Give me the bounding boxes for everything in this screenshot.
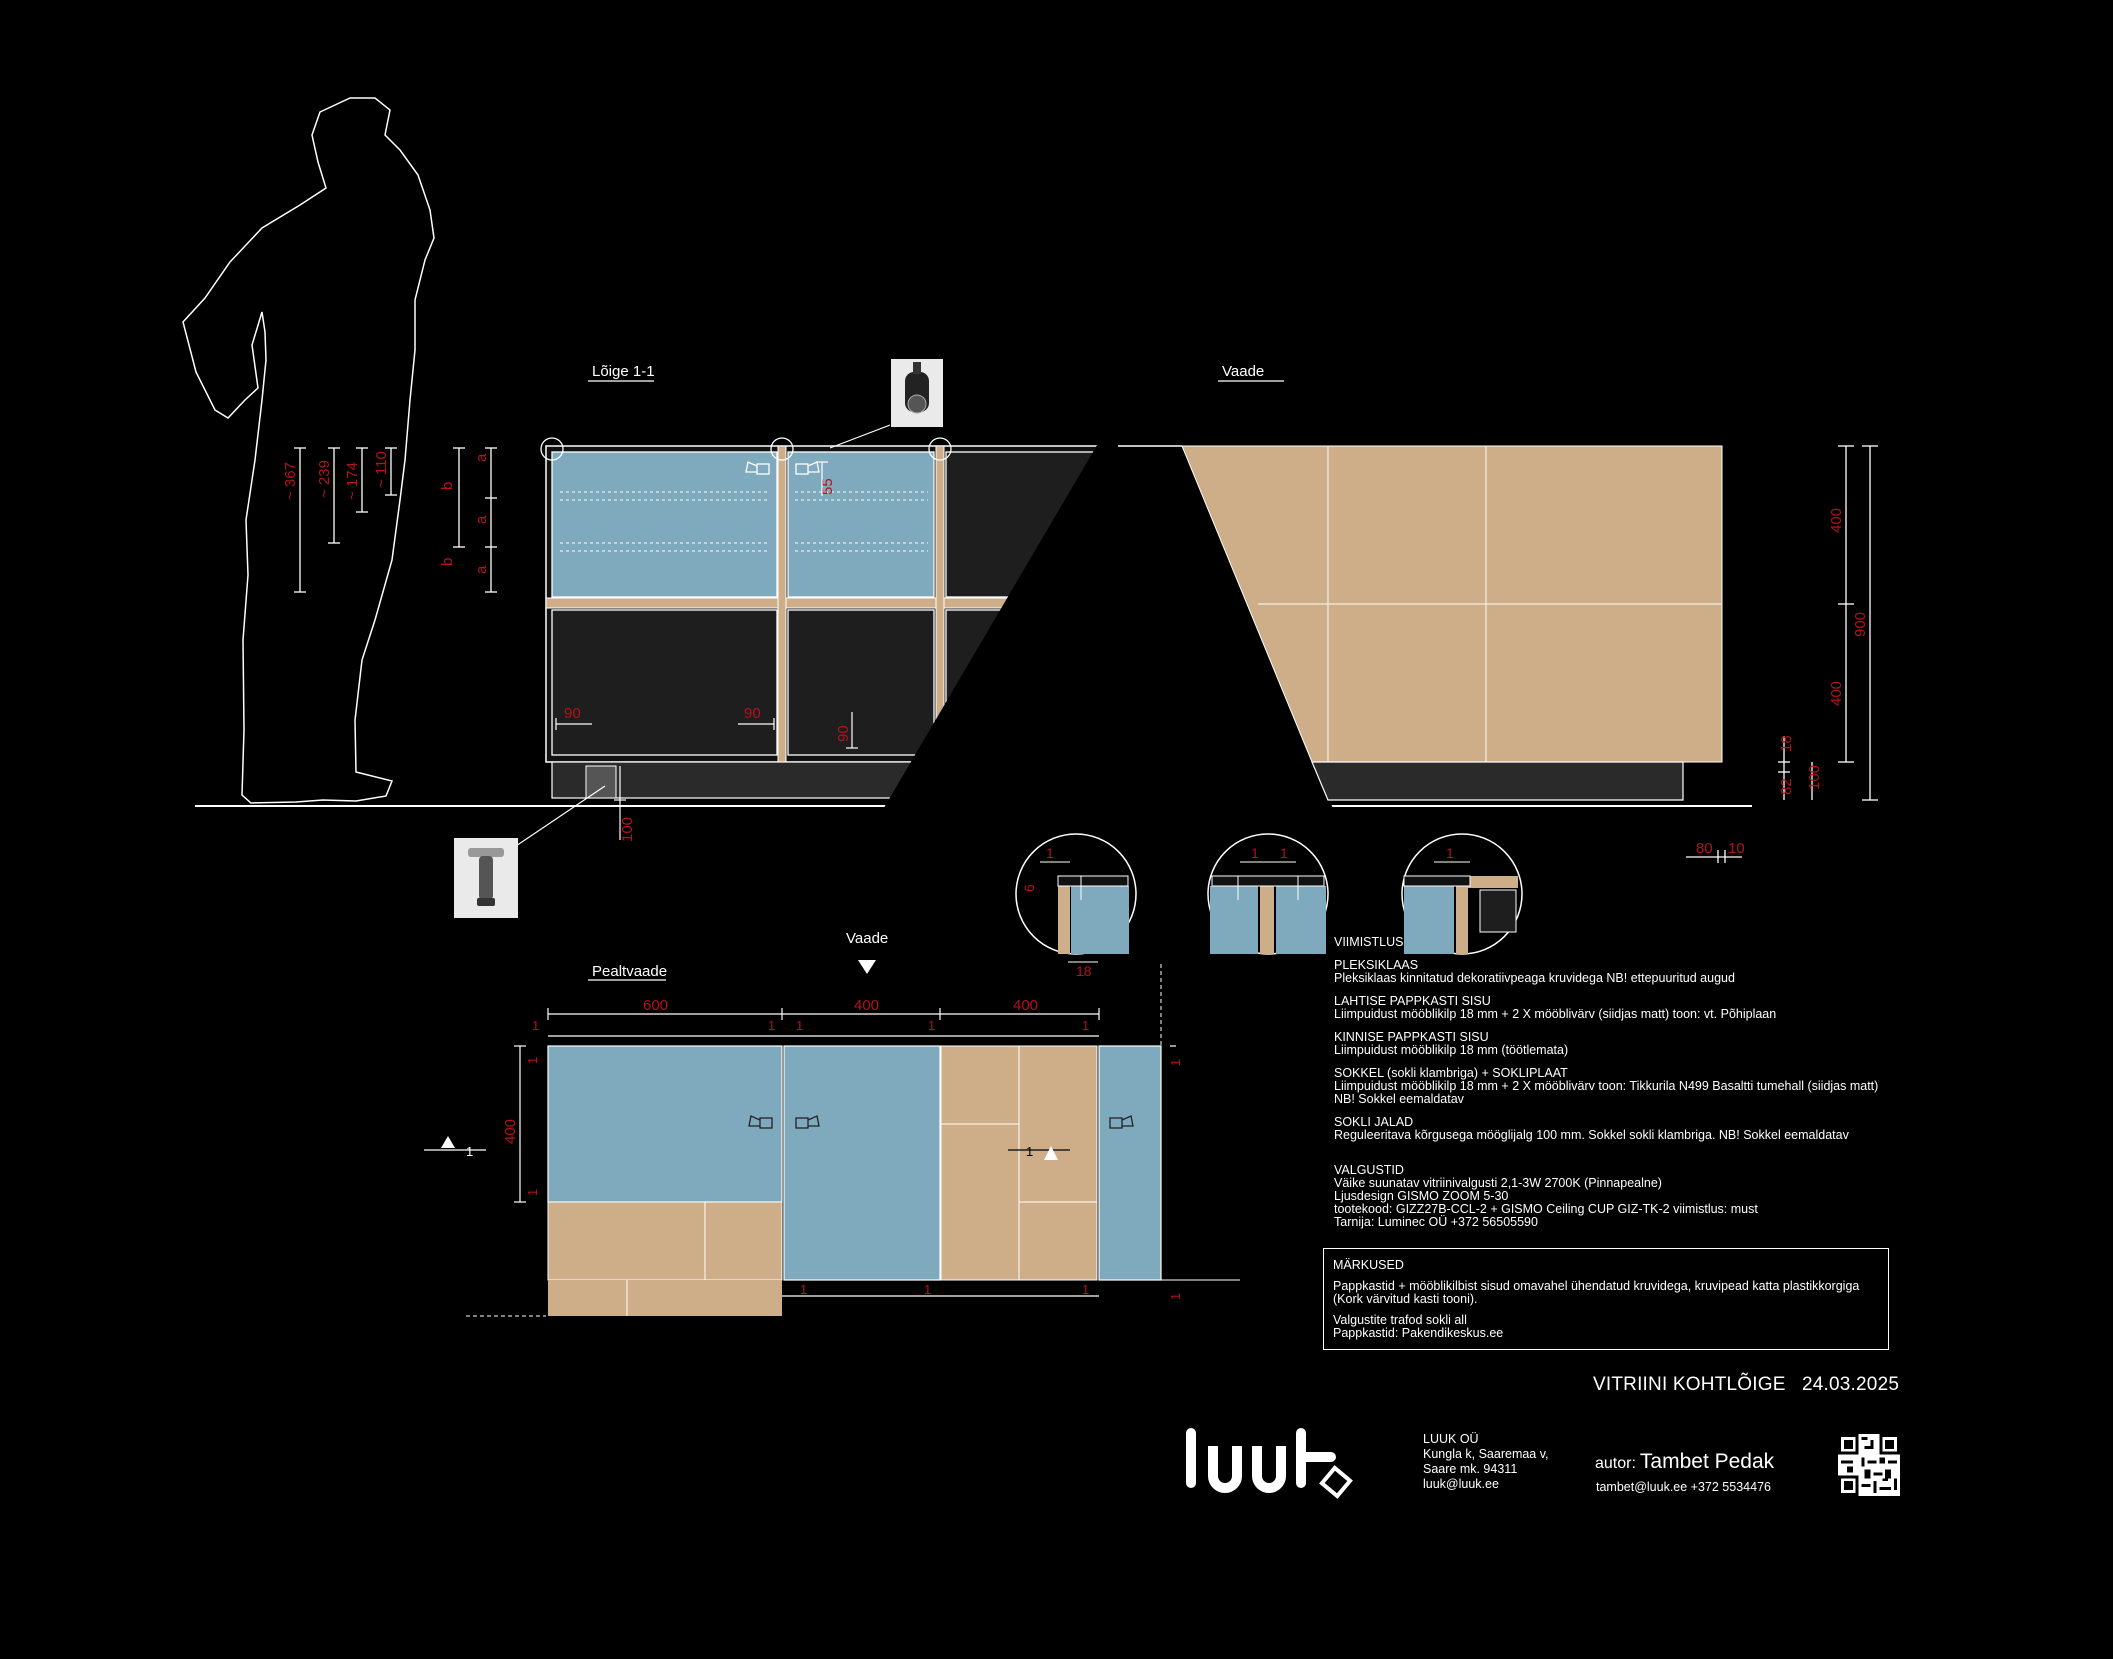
shelf-dim-a1: a (473, 453, 490, 462)
elev-dim-80: 80 (1696, 840, 1713, 857)
remarks-text: (Kork värvitud kasti tooni). (1333, 1292, 1478, 1306)
author-contact: tambet@luuk.ee +372 5534476 (1596, 1480, 1771, 1494)
finish-item: SOKLI JALAD Reguleeritava kõrgusega möög… (1334, 1115, 1849, 1142)
qr-code-icon (1838, 1434, 1900, 1501)
remarks-text: Pappkastid + mööblikilbist sisud omavahe… (1333, 1279, 1860, 1293)
remarks-heading: MÄRKUSED (1333, 1258, 1404, 1272)
detail2-dim-1b: 1 (1280, 845, 1288, 861)
svg-text:1: 1 (466, 1144, 473, 1159)
dim-light-55: 55 (819, 478, 836, 495)
plan-dim-400b: 400 (1013, 997, 1038, 1014)
remarks-box: MÄRKUSED Pappkastid + mööblikilbist sisu… (1323, 1248, 1889, 1350)
section-cut-triangle (858, 360, 1373, 905)
company-info: LUUK OÜ Kungla k, Saaremaa v, Saare mk. … (1423, 1432, 1549, 1491)
shelf-dim-a2: a (473, 515, 490, 524)
elevation-dimension-lines (1686, 445, 1878, 863)
dim-leg-100: 100 (619, 817, 636, 842)
detail-circle-1 (1015, 833, 1137, 955)
detail3-dim-1: 1 (1446, 845, 1454, 861)
finish-item: SOKKEL (sokli klambriga) + SOKLIPLAAT Li… (1334, 1066, 1879, 1106)
person-dim-174: ~ 174 (344, 462, 361, 500)
shelf-dim-a3: a (473, 565, 490, 574)
top-view-label: Pealtvaade (592, 963, 667, 980)
finish-item: VALGUSTID Väike suunatav vitriinivalgust… (1334, 1163, 1758, 1229)
spotlight-photo-icon (891, 359, 943, 427)
plan-dim-1: 1 (525, 1189, 540, 1196)
finishes-heading: VIIMISTLUS (1334, 935, 1404, 949)
author: autor:Tambet Pedak (1595, 1450, 1775, 1473)
elev-dim-100: 100 (1806, 765, 1823, 790)
elev-dim-400-upper: 400 (1828, 508, 1845, 533)
dim-90-mid: 90 (744, 705, 761, 722)
detail1-dim-1: 1 (1046, 845, 1054, 861)
person-dimension-lines (294, 447, 497, 593)
svg-text:1: 1 (1026, 1144, 1033, 1159)
detail1-dim-18: 18 (1076, 963, 1092, 979)
finish-item: PLEKSIKLAAS Pleksiklaas kinnitatud dekor… (1334, 958, 1735, 985)
section-marker-right: 1 (1008, 1144, 1070, 1160)
top-view-plan (466, 964, 1240, 1317)
plan-dim-1: 1 (1082, 1282, 1089, 1297)
section-label: Lõige 1-1 (592, 363, 655, 380)
finishes-notes: VIIMISTLUS PLEKSIKLAAS Pleksiklaas kinni… (1334, 936, 1894, 1229)
elev-dim-900: 900 (1852, 612, 1869, 637)
plan-dim-1: 1 (924, 1282, 931, 1297)
plan-dimension-lines (514, 1008, 1176, 1297)
elev-dim-400-lower: 400 (1828, 681, 1845, 706)
luuk-logo-icon (1178, 1426, 1358, 1511)
plan-dim-1: 1 (800, 1282, 807, 1297)
finish-item: LAHTISE PAPPKASTI SISU Liimpuidust mööbl… (1334, 994, 1777, 1021)
person-silhouette-icon (182, 97, 435, 804)
remarks-text: Valgustite trafod sokli all (1333, 1313, 1467, 1327)
section-spotlight-icon (745, 461, 820, 475)
person-dim-239: ~ 239 (316, 460, 333, 498)
view-label: Vaade (1222, 363, 1264, 380)
elev-dim-82: 82 (1778, 778, 1795, 795)
remarks-text: Pappkastid: Pakendikeskus.ee (1333, 1326, 1504, 1340)
plan-dim-depth-400: 400 (502, 1119, 519, 1144)
person-dim-110: ~ 110 (373, 451, 390, 488)
detail1-dim-6: 6 (1021, 884, 1037, 892)
shelf-dim-b2: b (439, 558, 456, 566)
view-direction-arrow-icon (858, 960, 876, 974)
detail2-dim-1a: 1 (1251, 845, 1259, 861)
author-name: Tambet Pedak (1639, 1450, 1775, 1473)
top-view-arrow-label: Vaade (846, 930, 888, 947)
plan-dim-600: 600 (643, 997, 668, 1014)
plan-dim-1: 1 (1168, 1293, 1183, 1300)
furniture-leg-photo-icon (454, 838, 518, 918)
plan-dim-1: 1 (525, 1057, 540, 1064)
shelf-dim-b1: b (439, 482, 456, 490)
top-view-spotlight-icon (748, 1115, 1134, 1129)
finish-item: KINNISE PAPPKASTI SISU Liimpuidust mööbl… (1334, 1030, 1569, 1057)
dim-90-vert: 90 (835, 725, 852, 742)
plan-dim-400a: 400 (854, 997, 879, 1014)
dim-90-left: 90 (564, 705, 581, 722)
section-marker-left: 1 (424, 1136, 486, 1159)
detail-circle-2 (1207, 833, 1329, 955)
elev-dim-18: 18 (1778, 735, 1795, 752)
detail-circle-3 (1401, 833, 1523, 955)
plan-dim-1: 1 (1168, 1059, 1183, 1066)
elev-dim-10: 10 (1728, 840, 1745, 857)
drawing-date: 24.03.2025 (1802, 1374, 1900, 1395)
elevation-cabinet (1118, 445, 1723, 801)
plan-dim-1: 1 (796, 1018, 803, 1033)
plan-dim-1: 1 (1082, 1018, 1089, 1033)
plan-dim-1: 1 (532, 1018, 539, 1033)
plan-dim-1: 1 (928, 1018, 935, 1033)
drawing-title: VITRIINI KOHTLÕIGE 24.03.2025 (1593, 1374, 1900, 1395)
plan-dim-1: 1 (768, 1018, 775, 1033)
person-dim-367: ~ 367 (282, 462, 299, 500)
